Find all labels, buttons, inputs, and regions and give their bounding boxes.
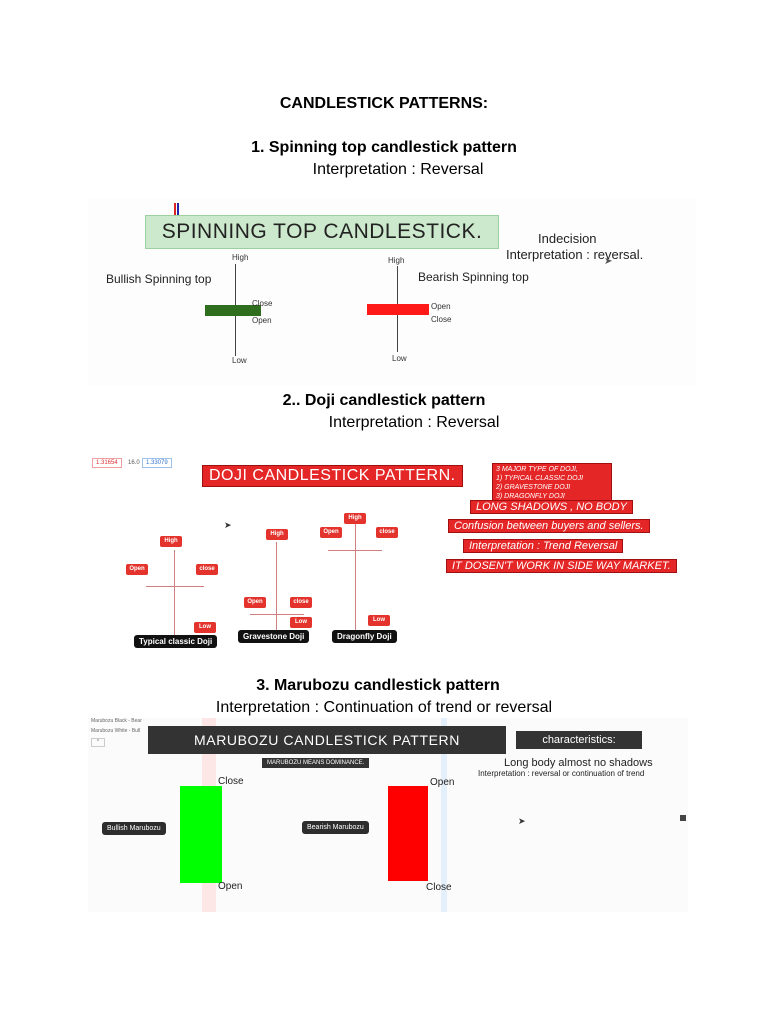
typical-doji-body (146, 586, 204, 587)
types-box-line: 3) DRAGONFLY DOJI (496, 493, 565, 500)
marker-icon (174, 203, 176, 215)
bearish-high-label: High (388, 256, 405, 265)
bullish-close-label: Close (218, 776, 244, 787)
typical-close-bubble: close (196, 564, 218, 575)
bullish-open-label: Open (252, 316, 272, 325)
section-3-heading: 3. Marubozu candlestick pattern (256, 677, 500, 694)
section-3-interpretation: Interpretation : Continuation of trend o… (215, 699, 553, 716)
bullish-marubozu-body (180, 786, 222, 883)
characteristic-long-body: Long body almost no shadows (504, 757, 653, 769)
section-1-heading: 1. Spinning top candlestick pattern (251, 139, 517, 156)
gravestone-low-bubble: Low (290, 617, 312, 628)
page-title: CANDLESTICK PATTERNS: (279, 95, 489, 112)
bearish-close-label: Close (426, 882, 452, 893)
marubozu-figure: Marubozu Black - Bear Marubozu White - B… (88, 718, 688, 912)
dragonfly-high-bubble: High (344, 513, 366, 524)
price-highlight-blue (441, 718, 447, 912)
section-1-interpretation: Interpretation : Reversal (312, 161, 484, 178)
bullish-marubozu-tag: Bullish Marubozu (102, 822, 166, 835)
typical-doji-tag: Typical classic Doji (134, 635, 218, 648)
typical-low-bubble: Low (194, 622, 216, 633)
marubozu-banner: MARUBOZU CANDLESTICK PATTERN (148, 726, 506, 754)
characteristics-label: characteristics: (516, 731, 642, 749)
reversal-note: Interpretation : reversal. (506, 247, 644, 262)
typical-doji-wick (174, 550, 175, 636)
legend-bear: Marubozu Black - Bear (91, 718, 142, 724)
spinning-top-figure: SPINNING TOP CANDLESTICK. Indecision Int… (88, 198, 696, 386)
long-shadows-label: LONG SHADOWS , NO BODY (470, 500, 633, 514)
bearish-open-label: Open (430, 777, 455, 788)
legend-bull: Marubozu White - Bull (91, 728, 141, 734)
dragonfly-wick (355, 524, 356, 630)
gravestone-wick (276, 542, 277, 630)
toolbar-value-2: 16.0 (128, 460, 140, 466)
sideway-market-label: IT DOSEN'T WORK IN SIDE WAY MARKET. (446, 559, 677, 573)
gravestone-body (250, 614, 304, 615)
types-box-line: 2) GRAVESTONE DOJI (496, 484, 571, 491)
bearish-low-label: Low (392, 354, 407, 363)
gravestone-close-bubble: close (290, 597, 312, 608)
bearish-spinning-top-label: Bearish Spinning top (418, 270, 529, 284)
types-box-line: 3 MAJOR TYPE OF DOJI, (496, 466, 578, 473)
cursor-icon: ➤ (224, 520, 232, 530)
section-2-heading: 2.. Doji candlestick pattern (282, 392, 486, 409)
bearish-body (367, 304, 429, 315)
gravestone-doji-tag: Gravestone Doji (238, 630, 310, 643)
bullish-low-label: Low (232, 356, 247, 365)
dragonfly-close-bubble: close (376, 527, 398, 538)
dragonfly-open-bubble: Open (320, 527, 342, 538)
indecision-note: Indecision (538, 231, 597, 246)
confusion-label: Confusion between buyers and sellers. (448, 519, 650, 533)
bullish-body (205, 305, 261, 316)
bullish-close-label: Close (252, 299, 273, 308)
typical-high-bubble: High (160, 536, 182, 547)
toolbar-value-1: 1.31654 (92, 458, 122, 468)
cursor-icon: ➤ (518, 816, 526, 826)
dragonfly-low-bubble: Low (368, 615, 390, 626)
types-box-line: 1) TYPICAL CLASSIC DOJI (496, 475, 584, 482)
spinning-top-banner: SPINNING TOP CANDLESTICK. (145, 215, 499, 249)
bearish-close-label: Close (431, 315, 452, 324)
bearish-marubozu-body (388, 786, 428, 881)
toolbar-value-3: 1.33079 (142, 458, 172, 468)
section-2-interpretation: Interpretation : Reversal (328, 414, 500, 431)
characteristic-interpretation: Interpretation : reversal or continuatio… (478, 769, 645, 778)
doji-banner: DOJI CANDLESTICK PATTERN. (202, 465, 463, 487)
bullish-high-label: High (232, 253, 249, 262)
dragonfly-doji-tag: Dragonfly Doji (332, 630, 397, 643)
dragonfly-body (328, 550, 382, 551)
trend-reversal-label: Interpretation : Trend Reversal (463, 539, 624, 553)
bullish-spinning-top-label: Bullish Spinning top (106, 272, 212, 286)
bullish-open-label: Open (218, 881, 243, 892)
bearish-marubozu-tag: Bearish Marubozu (302, 821, 369, 834)
doji-figure: 1.31654 16.0 1.33079 DOJI CANDLESTICK PA… (88, 452, 712, 648)
gravestone-high-bubble: High (266, 529, 288, 540)
scroll-marker (680, 815, 686, 821)
dominance-label: MARUBOZU MEANS DOMINANCE. (262, 758, 370, 768)
expand-button[interactable]: ^ (91, 738, 105, 747)
cursor-icon: ➤ (604, 256, 613, 267)
marker-icon (177, 203, 179, 215)
doji-types-box: 3 MAJOR TYPE OF DOJI, 1) TYPICAL CLASSIC… (492, 463, 612, 503)
gravestone-open-bubble: Open (244, 597, 266, 608)
bearish-open-label: Open (431, 302, 451, 311)
typical-open-bubble: Open (126, 564, 148, 575)
